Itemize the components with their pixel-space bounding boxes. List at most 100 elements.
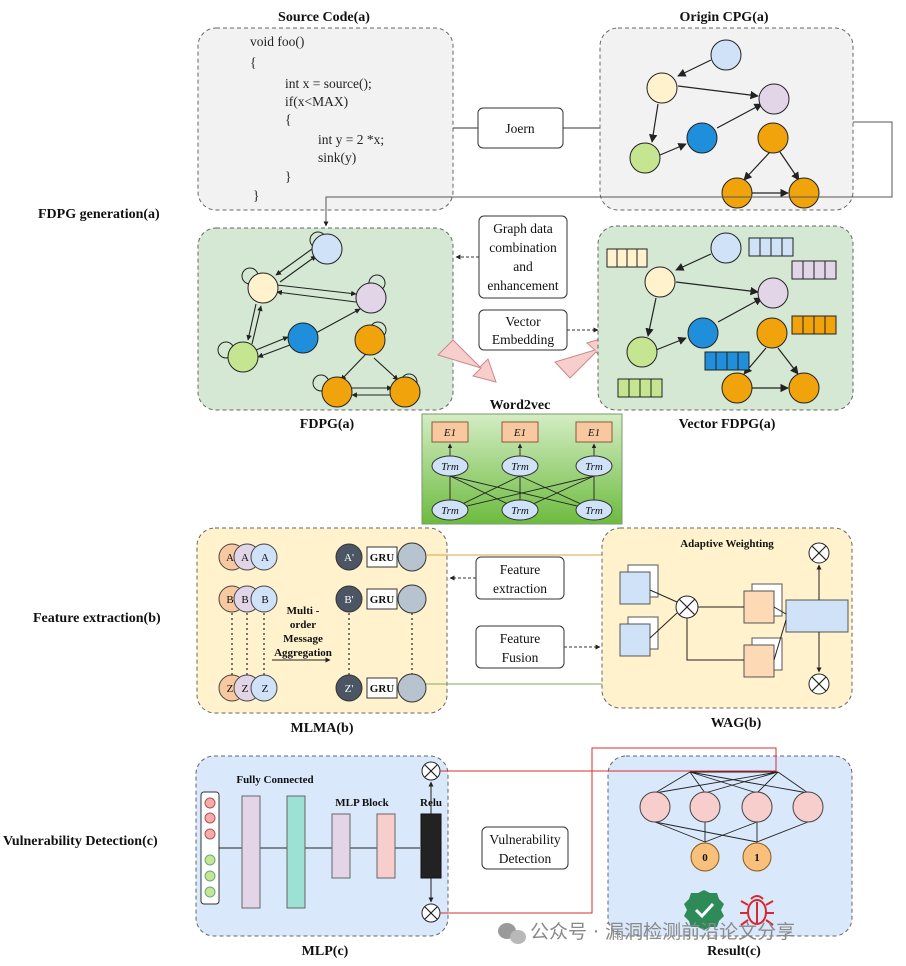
title-fdpg: FDPG(a) [300,417,355,432]
output-label-1: 1 [754,852,760,864]
word2vec-trm-labels: Trm Trm Trm Trm Trm Trm [441,461,603,517]
graph-node [710,232,742,264]
graph-node [626,336,658,368]
mlma-dotted-lines [231,613,413,675]
graph-node [757,277,789,309]
graph-node [247,272,279,304]
vector-fdpg-nodes [626,232,820,404]
feature-vector [704,351,750,371]
row-label: Z [262,683,269,695]
source-code-panel [197,27,454,211]
mlma-input-labels: A A A B B B Z Z Z [226,552,269,695]
fdpg-nodes [227,233,421,408]
graph-node [710,39,742,71]
row-label: Z [242,683,249,695]
row-label: A [241,552,249,564]
fully-connected-label: Fully Connected [236,774,313,786]
mlp-block-layer [376,813,396,879]
aggregation-label: Message [283,633,323,645]
graph-node [355,282,387,314]
mlma-aggregation: Multi - order Message Aggregation [272,605,332,663]
code-line: } [253,188,259,203]
section-label-feature-extraction: Feature extraction(b) [33,611,161,626]
graph-node [354,324,386,356]
gru-label: GRU [370,594,395,606]
result-network-edges [654,771,809,843]
adaptive-weighting-label: Adaptive Weighting [680,538,774,550]
code-line: int x = source(); [285,76,372,91]
red-connector [440,747,777,914]
mlma-panel [196,527,448,714]
graph-node [321,376,353,408]
feature-extraction-label: extraction [493,581,547,596]
section-label-vulnerability-detection: Vulnerability Detection(c) [3,834,158,849]
title-origin-cpg: Origin CPG(a) [679,10,768,25]
mlp-panel [195,755,449,937]
row-label: B [226,594,233,606]
mlp-input-nodes [204,797,216,898]
gru-label: GRU [370,683,395,695]
safe-badge-icon [684,890,724,930]
mlp-block-layer [331,813,351,879]
relu-layer [420,813,442,879]
graph-node [311,233,343,265]
feature-fusion-label: Feature [500,631,540,646]
graph-node [757,122,789,154]
row-label: B [241,594,248,606]
graph-node [686,122,718,154]
aggregation-label: order [290,619,316,631]
vector-embedding-label: Vector [505,314,541,329]
fully-connected-layer [286,795,306,909]
feature-vector [791,315,837,335]
row-label: Z [227,683,234,695]
prime-label: B' [344,594,353,606]
word2vec-outputs: E1 E1 E1 [431,421,613,443]
vector-embedding-label: Embedding [492,332,554,347]
prime-label: A' [344,552,354,564]
graph-node [721,372,753,404]
watermark-text: 公众号 · 漏洞检测前沿论文分享 [530,921,795,943]
graph-combination-label: enhancement [487,278,558,293]
vulnerability-detection-label: Detection [499,851,552,866]
mlp-block-label: MLP Block [335,797,389,809]
wechat-icon [510,930,526,944]
graph-node [788,372,820,404]
trm-label: Trm [511,505,529,517]
trm-label: Trm [511,461,529,473]
title-mlma: MLMA(b) [291,721,354,736]
graph-node [629,142,661,174]
prime-label: Z' [345,683,354,695]
mlma-prime-labels: A' B' Z' [344,552,354,695]
joern-box [477,107,564,149]
code-line: if(x<MAX) [285,94,348,109]
trm-label: Trm [585,505,603,517]
graph-combination-label: and [513,259,533,274]
mlma-gru-labels: GRU GRU GRU [370,552,395,695]
graph-node [758,83,790,115]
title-vector-fdpg: Vector FDPG(a) [679,417,776,432]
graph-node [687,317,719,349]
vector-fdpg-feature-vectors [606,237,837,398]
graph-node [788,177,820,209]
mlp-multiply-crosses [424,764,438,920]
embedding-label: E1 [587,427,600,439]
cpg-to-fdpg-connector [323,121,893,227]
graph-node [756,317,788,349]
title-mlp: MLP(c) [302,944,349,959]
row-label: A [226,552,234,564]
title-source-code: Source Code(a) [278,10,370,25]
wag-feature-blocks [619,564,849,678]
title-result: Result(c) [707,944,761,959]
code-line: { [250,55,256,70]
embedding-label: E1 [513,427,526,439]
bug-icon [740,895,774,926]
origin-cpg-edges [649,59,800,198]
graph-combination-label: combination [489,240,557,255]
graph-node [389,376,421,408]
result-network-nodes [639,791,824,823]
title-wag: WAG(b) [711,716,762,731]
wag-edges [649,564,822,673]
watermark: 公众号 · 漏洞检测前沿论文分享 [498,921,795,944]
fdpg-edges [246,248,399,398]
